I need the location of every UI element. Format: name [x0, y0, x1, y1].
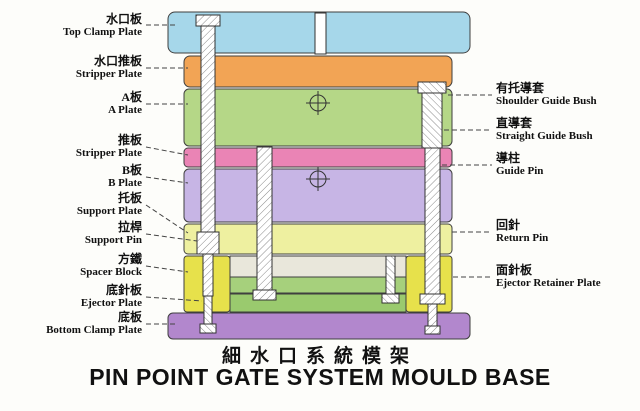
- a-plate: [183, 88, 453, 147]
- leader-ejector-plate: [145, 296, 203, 302]
- label-return-pin-en: Return Pin: [496, 232, 549, 244]
- label-straight-guide-bush: 直導套 Straight Guide Bush: [496, 117, 638, 143]
- label-guide-pin: 導柱 Guide Pin: [496, 152, 638, 178]
- label-shoulder-guide-bush: 有托導套 Shoulder Guide Bush: [496, 82, 638, 108]
- shoulder-guide-bush: [417, 81, 447, 94]
- label-guide-pin-cn: 導柱: [496, 151, 521, 165]
- stripper-plate-mid: [183, 147, 453, 168]
- title-english: PIN POINT GATE SYSTEM MOULD BASE: [89, 364, 551, 390]
- title-chinese: 細水口系統模架: [221, 346, 418, 367]
- label-shoulder-guide-bush-cn: 有托導套: [496, 81, 545, 95]
- label-support-pin: 拉桿 Support Pin: [0, 221, 142, 247]
- leader-stripper-plate-mid: [145, 146, 189, 156]
- label-stripper-plate-top-cn: 水口推板: [93, 54, 142, 68]
- label-stripper-plate-top: 水口推板 Stripper Plate: [0, 55, 142, 81]
- label-b-plate-cn: B板: [121, 163, 142, 177]
- leader-spacer-block: [145, 265, 189, 273]
- label-return-pin-cn: 回針: [496, 218, 521, 232]
- label-spacer-block-cn: 方鐵: [117, 252, 142, 266]
- label-shoulder-guide-bush-en: Shoulder Guide Bush: [496, 95, 597, 107]
- support-plate: [183, 223, 453, 255]
- label-ejector-plate-en: Ejector Plate: [80, 297, 142, 309]
- label-a-plate-en: A Plate: [108, 104, 142, 116]
- label-bottom-clamp-plate: 底板 Bottom Clamp Plate: [0, 311, 142, 337]
- label-bottom-clamp-plate-cn: 底板: [117, 310, 142, 324]
- straight-guide-bush: [421, 92, 443, 149]
- ejector-retainer-plate: [229, 276, 407, 294]
- label-stripper-plate-top-en: Stripper Plate: [75, 68, 142, 80]
- label-ejector-retainer-plate: 面針板 Ejector Retainer Plate: [496, 264, 638, 290]
- label-support-pin-cn: 拉桿: [117, 220, 142, 234]
- leader-support-pin: [145, 233, 198, 242]
- label-spacer-block: 方鐵 Spacer Block: [0, 253, 142, 279]
- label-top-clamp-plate-en: Top Clamp Plate: [62, 26, 142, 38]
- label-stripper-plate: 推板 Stripper Plate: [0, 134, 142, 160]
- label-top-clamp-plate: 水口板 Top Clamp Plate: [0, 13, 142, 39]
- label-a-plate: A板 A Plate: [0, 91, 142, 117]
- label-ejector-retainer-plate-en: Ejector Retainer Plate: [496, 277, 601, 289]
- label-support-plate-cn: 托板: [117, 191, 142, 205]
- label-guide-pin-en: Guide Pin: [496, 165, 544, 177]
- ejector-screw-left: [199, 295, 217, 334]
- label-straight-guide-bush-cn: 直導套: [496, 116, 533, 130]
- label-ejector-plate-cn: 底針板: [105, 283, 142, 297]
- support-pin: [195, 14, 221, 297]
- label-b-plate-en: B Plate: [108, 177, 142, 189]
- label-support-plate-en: Support Plate: [76, 205, 142, 217]
- label-a-plate-cn: A板: [121, 90, 142, 104]
- label-support-pin-en: Support Pin: [84, 234, 142, 246]
- label-spacer-block-en: Spacer Block: [80, 266, 142, 278]
- guide-pin: [419, 147, 446, 335]
- label-top-clamp-plate-cn: 水口板: [105, 12, 142, 26]
- label-stripper-plate-en: Stripper Plate: [75, 147, 142, 159]
- label-stripper-plate-cn: 推板: [117, 133, 142, 147]
- return-pin: [381, 255, 400, 304]
- stripper-plate-top: [183, 55, 453, 88]
- bottom-clamp-plate: [167, 312, 471, 340]
- label-ejector-retainer-plate-cn: 面針板: [496, 263, 533, 277]
- leader-b-plate: [145, 176, 189, 184]
- label-ejector-plate: 底針板 Ejector Plate: [0, 284, 142, 310]
- sprue-channel: [314, 12, 327, 55]
- center-mark-b-plate: [306, 167, 330, 191]
- label-return-pin: 回針 Return Pin: [496, 219, 638, 245]
- leader-support-plate: [145, 204, 189, 234]
- label-bottom-clamp-plate-en: Bottom Clamp Plate: [46, 324, 142, 336]
- label-b-plate: B板 B Plate: [0, 164, 142, 190]
- label-support-plate: 托板 Support Plate: [0, 192, 142, 218]
- label-straight-guide-bush-en: Straight Guide Bush: [496, 130, 593, 142]
- center-mark-a-plate: [306, 91, 330, 115]
- center-pin: [252, 146, 277, 301]
